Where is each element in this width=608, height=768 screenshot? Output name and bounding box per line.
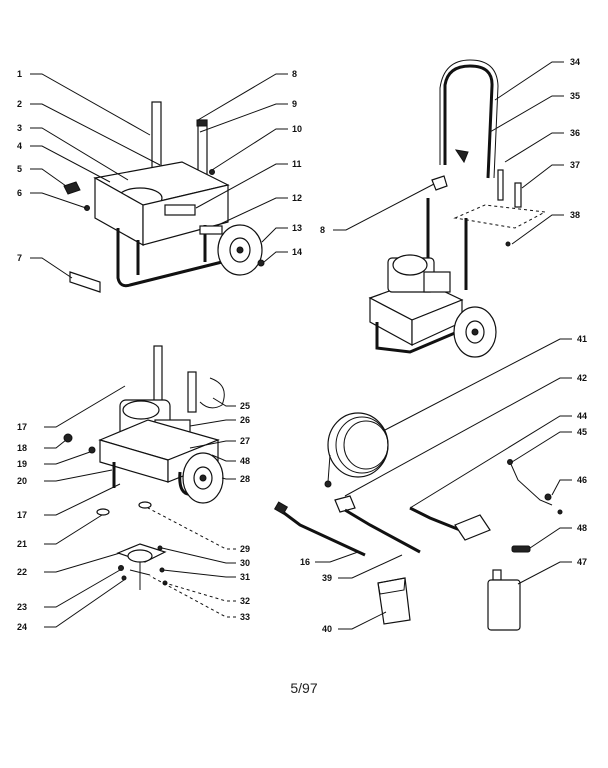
callout-28: 28: [240, 474, 250, 484]
callout-3: 3: [17, 123, 22, 133]
callout-29: 29: [240, 544, 250, 554]
callout-14: 14: [292, 247, 302, 257]
callout-25: 25: [240, 401, 250, 411]
callout-46: 46: [577, 475, 587, 485]
callout-39: 39: [322, 573, 332, 583]
callout-7: 7: [17, 253, 22, 263]
callout-23: 23: [17, 602, 27, 612]
callout-48b: 48: [577, 523, 587, 533]
callout-4: 4: [17, 141, 22, 151]
callout-10: 10: [292, 124, 302, 134]
callout-48a: 48: [240, 456, 250, 466]
callout-35: 35: [570, 91, 580, 101]
callout-11: 11: [292, 159, 302, 169]
callout-2: 2: [17, 99, 22, 109]
callout-22: 22: [17, 567, 27, 577]
callout-24: 24: [17, 622, 27, 632]
callout-45: 45: [577, 427, 587, 437]
pump-assembly-illustration: [63, 345, 225, 590]
callout-37: 37: [570, 160, 580, 170]
callout-47: 47: [577, 557, 587, 567]
frame-assembly-illustration: [63, 101, 265, 293]
callout-36: 36: [570, 128, 580, 138]
callout-34: 34: [570, 57, 580, 67]
handle-assembly-illustration: [368, 59, 547, 358]
callout-1: 1: [17, 69, 22, 79]
callout-19: 19: [17, 459, 27, 469]
callout-20: 20: [17, 476, 27, 486]
callout-17a: 17: [17, 422, 27, 432]
callout-18: 18: [17, 443, 27, 453]
callout-6: 6: [17, 188, 22, 198]
callout-32: 32: [240, 596, 250, 606]
callout-9: 9: [292, 99, 297, 109]
callout-30: 30: [240, 558, 250, 568]
frame-callout-lines: [30, 73, 288, 279]
callout-41: 41: [577, 334, 587, 344]
callout-33: 33: [240, 612, 250, 622]
callout-31: 31: [240, 572, 250, 582]
page-number: 5/97: [290, 680, 318, 696]
handle-callout-lines: [333, 61, 564, 245]
pump-callout-lines: [44, 385, 236, 628]
callout-26: 26: [240, 415, 250, 425]
accessory-callout-lines: [315, 338, 572, 630]
callout-12: 12: [292, 193, 302, 203]
callout-13: 13: [292, 223, 302, 233]
callout-40: 40: [322, 624, 332, 634]
callout-27: 27: [240, 436, 250, 446]
callout-labels: 1 2 3 4 5 6 7 8 9 10 11 12 13 14 34 35 3…: [17, 57, 587, 634]
callout-5: 5: [17, 164, 22, 174]
callout-44: 44: [577, 411, 587, 421]
callout-8a: 8: [292, 69, 297, 79]
callout-8b: 8: [320, 225, 325, 235]
callout-16: 16: [300, 557, 310, 567]
callout-21: 21: [17, 539, 27, 549]
callout-42: 42: [577, 373, 587, 383]
accessories-illustration: [273, 412, 563, 631]
callout-38: 38: [570, 210, 580, 220]
callout-17b: 17: [17, 510, 27, 520]
